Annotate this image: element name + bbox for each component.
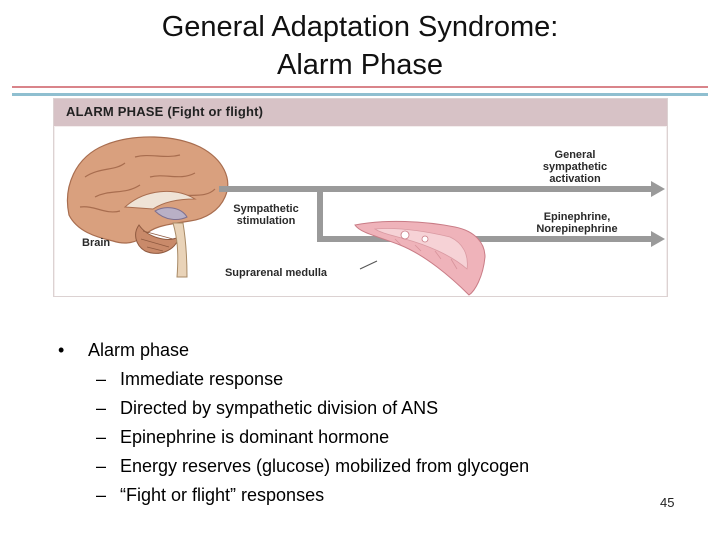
alarm-phase-figure: ALARM PHASE (Fight or flight) [53,98,668,297]
title-divider-red [12,86,708,88]
label-brain-text: Brain [82,237,111,249]
label-epi-line2: Norepinephrine [536,223,618,235]
sub-bullet-text: Directed by sympathetic division of ANS [120,398,439,418]
label-epinephrine-norepinephrine: Epinephrine, Norepinephrine [517,211,637,235]
title-divider-blue [12,93,708,96]
brain-illustration [66,136,229,278]
label-suprarenal-medulla: Suprarenal medulla [201,267,351,279]
label-general-line1: General [554,149,596,161]
slide-title: General Adaptation Syndrome: Alarm Phase [0,8,720,84]
sub-bullet: – “Fight or flight” responses [58,481,529,510]
label-general-line2: sympathetic [542,161,608,173]
sub-bullet-text: Energy reserves (glucose) mobilized from… [120,456,530,476]
label-epi-line1: Epinephrine, [543,211,611,223]
figure-header: ALARM PHASE (Fight or flight) [54,99,667,126]
slide-title-line-1: General Adaptation Syndrome: [161,11,559,43]
arrow-head-epinephrine [651,231,665,247]
dash-icon: – [96,456,107,476]
bullet-main: • Alarm phase [58,336,529,365]
dash-icon: – [96,427,107,447]
dash-icon: – [96,398,107,418]
label-brain: Brain [82,237,110,249]
label-general-sympathetic-activation: General sympathetic activation [523,149,627,185]
bullet-list: • Alarm phase – Immediate response – Dir… [58,336,529,510]
sub-bullet-text: Immediate response [120,369,284,389]
label-general-line3: activation [549,173,601,185]
suprarenal-gland-illustration [354,220,486,296]
sub-bullet: – Energy reserves (glucose) mobilized fr… [58,452,529,481]
label-sympathetic-line1: Sympathetic [233,203,299,215]
bullet-dot-icon: • [58,340,65,360]
label-sympathetic-stimulation: Sympathetic stimulation [219,203,313,227]
figure-body: Brain Sympathetic stimulation General sy… [55,127,666,296]
dash-icon: – [96,369,107,389]
arrow-head-general [651,181,665,197]
label-sympathetic-line2: stimulation [236,215,296,227]
page-number: 45 [660,495,675,510]
alarm-phase-diagram [66,136,665,296]
bullet-main-text: Alarm phase [88,340,190,360]
slide-title-line-2: Alarm Phase [276,49,443,81]
sub-bullet-text: Epinephrine is dominant hormone [120,427,390,447]
pathway-arrows [219,181,665,247]
dash-icon: – [96,485,107,505]
sub-bullet: – Immediate response [58,365,529,394]
figure-header-text: ALARM PHASE (Fight or flight) [66,104,264,119]
sub-bullet-text: “Fight or flight” responses [120,485,325,505]
label-suprarenal-text: Suprarenal medulla [224,267,328,279]
leader-line [359,260,378,270]
sub-bullet: – Directed by sympathetic division of AN… [58,394,529,423]
sub-bullet: – Epinephrine is dominant hormone [58,423,529,452]
